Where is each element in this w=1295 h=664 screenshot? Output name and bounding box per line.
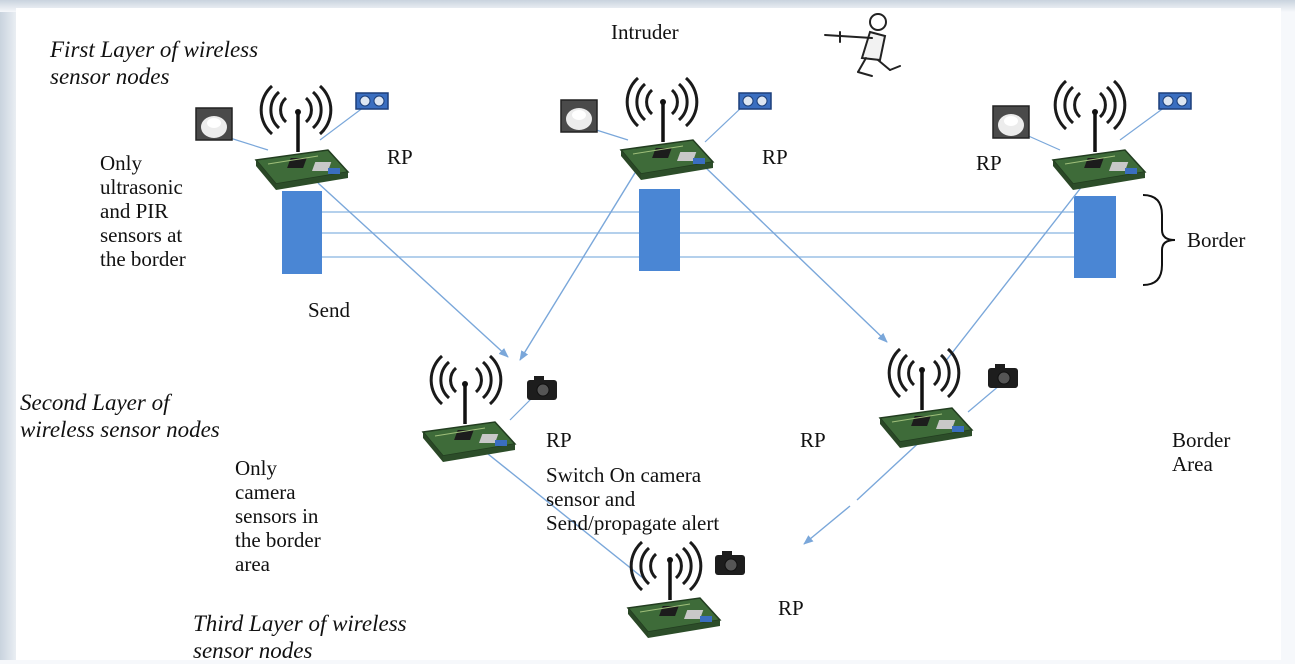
ultrasonic-sensor-icon xyxy=(738,92,772,110)
raspberry-pi-board-icon xyxy=(619,97,715,182)
intruder-icon xyxy=(824,13,901,77)
rp-label-second-right: RP xyxy=(800,428,826,452)
wifi-icon xyxy=(887,347,961,399)
wifi-icon xyxy=(1053,79,1127,131)
third-layer-node xyxy=(626,540,746,640)
camera-icon xyxy=(987,363,1019,389)
ultrasonic-pir-note: Only ultrasonic and PIR sensors at the b… xyxy=(100,151,186,271)
border-area-label: Border Area xyxy=(1172,428,1231,476)
second-layer-label: Second Layer of wireless sensor nodes xyxy=(20,390,220,442)
pir-sensor-icon xyxy=(992,105,1030,139)
first-layer-label: First Layer of wireless sensor nodes xyxy=(50,37,259,89)
switch-on-camera-note: Switch On camera sensor and Send/propaga… xyxy=(546,463,720,535)
wifi-icon xyxy=(629,540,703,592)
raspberry-pi-board-icon xyxy=(1051,107,1147,192)
border-post-icon xyxy=(282,191,322,274)
rp-label-second-left: RP xyxy=(546,428,572,452)
first-layer-node-center xyxy=(560,76,772,182)
border-post-icon xyxy=(1074,196,1116,278)
first-layer-node-right xyxy=(992,79,1192,192)
border-post-icon xyxy=(639,189,680,271)
second-layer-node-left xyxy=(421,354,558,464)
signal-arrows xyxy=(317,166,1084,579)
border-label: Border xyxy=(1187,228,1246,252)
pir-sensor-icon xyxy=(560,99,598,133)
first-layer-node-left xyxy=(195,84,389,192)
border-lines xyxy=(322,211,1074,258)
camera-icon xyxy=(714,550,746,576)
sensor-connectors xyxy=(229,106,1166,421)
raspberry-pi-board-icon xyxy=(254,107,350,192)
raspberry-pi-board-icon xyxy=(421,379,517,464)
third-layer-label: Third Layer of wireless sensor nodes xyxy=(193,611,407,663)
brace-icon xyxy=(1142,194,1176,286)
second-layer-node-right xyxy=(878,347,1019,450)
ultrasonic-sensor-icon xyxy=(1158,92,1192,110)
camera-icon xyxy=(526,375,558,401)
camera-only-note: Only camera sensors in the border area xyxy=(235,456,321,576)
rp-label-first-center: RP xyxy=(762,145,788,169)
rp-label-first-left: RP xyxy=(387,145,413,169)
pir-sensor-icon xyxy=(195,107,233,141)
ultrasonic-sensor-icon xyxy=(355,92,389,110)
intruder-label: Intruder xyxy=(611,20,679,44)
send-label: Send xyxy=(308,298,350,322)
rp-label-first-right: RP xyxy=(976,151,1002,175)
rp-label-third: RP xyxy=(778,596,804,620)
